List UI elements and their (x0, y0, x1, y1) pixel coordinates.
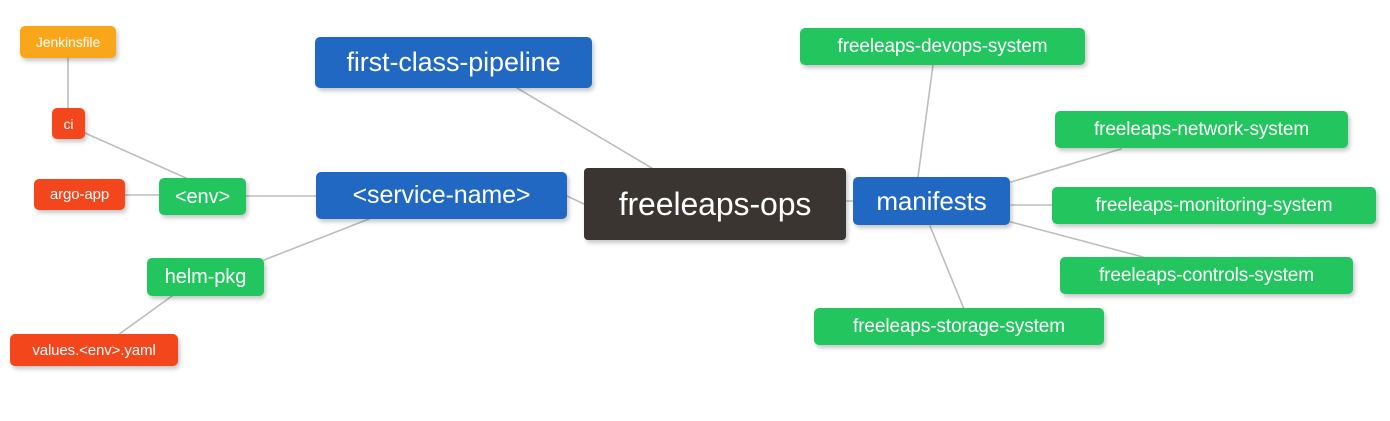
mindmap-node-service-name[interactable]: <service-name> (316, 172, 567, 219)
mindmap-node-freeleaps-ops[interactable]: freeleaps-ops (584, 168, 846, 240)
mindmap-node-controls-system[interactable]: freeleaps-controls-system (1060, 257, 1353, 294)
edge-man-storage (929, 225, 965, 310)
edge-ops-service (566, 195, 585, 205)
mindmap-node-storage-system[interactable]: freeleaps-storage-system (814, 308, 1104, 345)
edge-ops-pipeline (516, 87, 656, 171)
edge-man-network (1010, 148, 1122, 183)
mindmap-node-env[interactable]: <env> (159, 178, 246, 215)
edge-helm-values (117, 295, 173, 336)
edge-service-helm (263, 218, 370, 261)
edge-man-devops (917, 64, 934, 178)
mindmap-node-network-system[interactable]: freeleaps-network-system (1055, 111, 1348, 148)
mindmap-node-jenkinsfile[interactable]: Jenkinsfile (20, 26, 116, 58)
mindmap-node-ci[interactable]: ci (52, 108, 85, 139)
mindmap-node-argo-app[interactable]: argo-app (34, 179, 125, 210)
mindmap-node-monitoring-system[interactable]: freeleaps-monitoring-system (1052, 187, 1376, 224)
edge-env-ci (84, 132, 187, 179)
mindmap-node-devops-system[interactable]: freeleaps-devops-system (800, 28, 1085, 65)
mindmap-node-first-class-pipeline[interactable]: first-class-pipeline (315, 37, 592, 88)
edge-man-controls (1010, 221, 1144, 258)
mindmap-node-manifests[interactable]: manifests (853, 177, 1010, 225)
mindmap-node-helm-pkg[interactable]: helm-pkg (147, 258, 264, 296)
mindmap-node-values-yaml[interactable]: values.<env>.yaml (10, 334, 178, 366)
